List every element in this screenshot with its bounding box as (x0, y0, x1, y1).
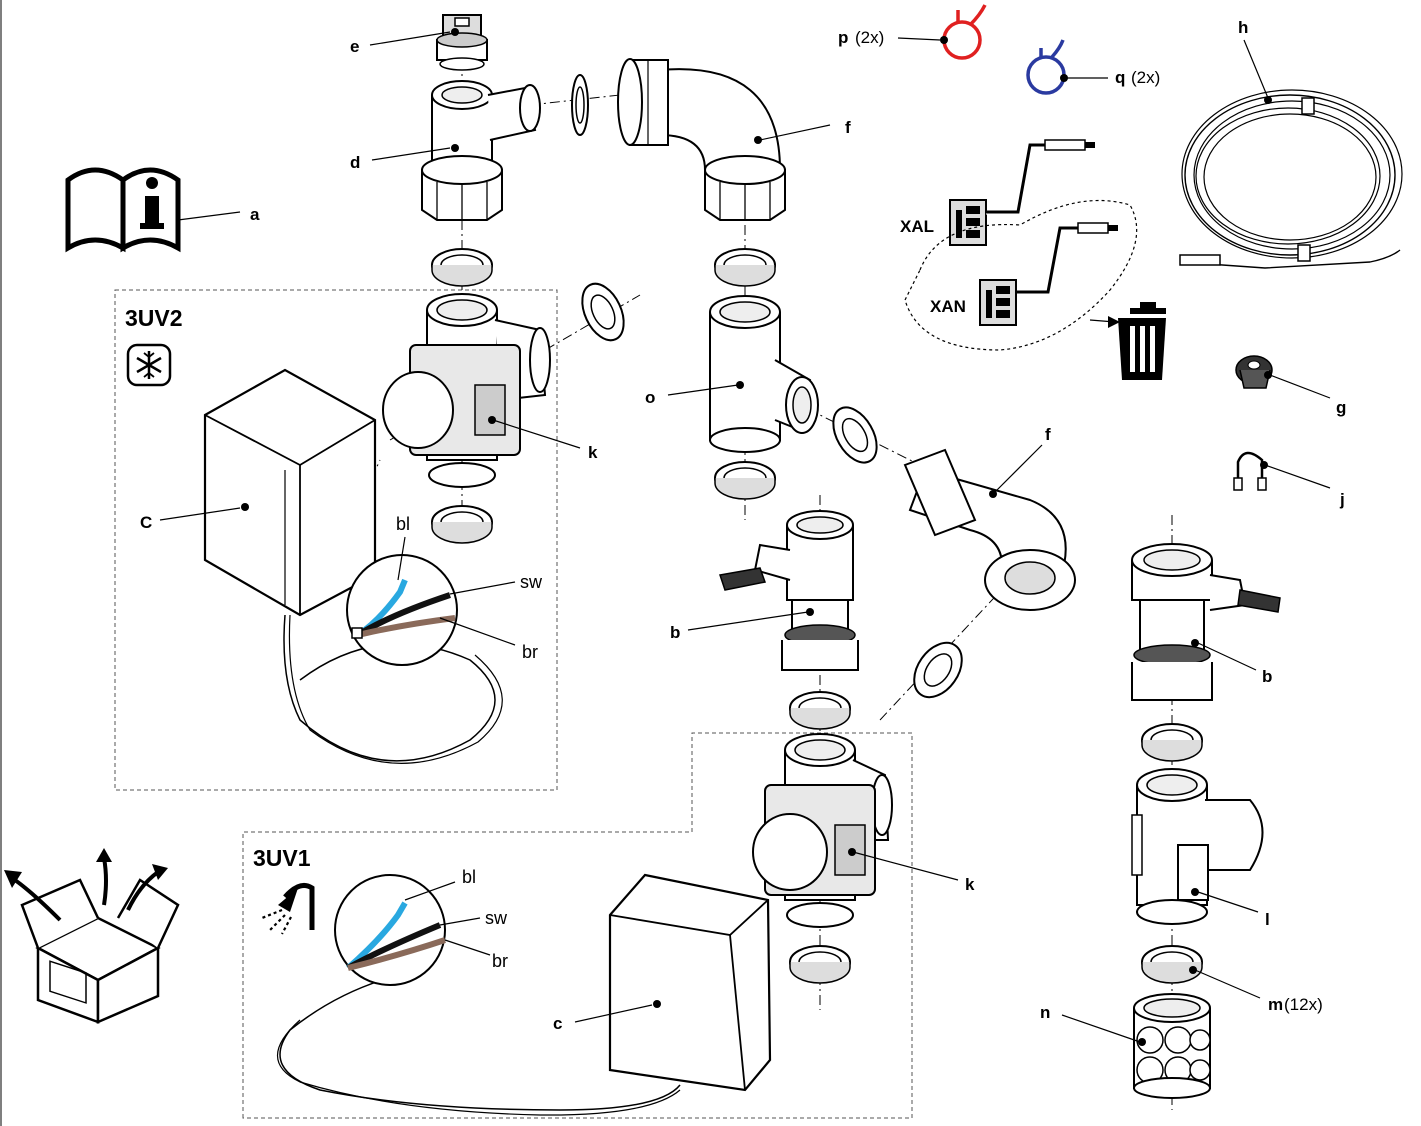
part-j-jumper (1233, 451, 1267, 491)
part-f-elbow-lower (903, 448, 1076, 611)
label-n: n (1040, 1003, 1050, 1022)
connector-label-xan: XAN (930, 297, 966, 316)
part-f-elbow-upper (617, 58, 786, 221)
label-k-upper: k (588, 443, 598, 462)
label-j: j (1339, 490, 1345, 509)
part-n-nut (1133, 993, 1211, 1099)
label-p: p (838, 28, 848, 47)
quantity-m: (12x) (1284, 995, 1323, 1014)
trash-bin-icon (1089, 302, 1166, 380)
group-box-3uv2 (114, 289, 558, 791)
group-box-3uv1 (242, 732, 913, 1119)
part-h-sensor-cable (1179, 89, 1403, 269)
part-k-valve-lower (752, 733, 893, 928)
washer-tilted-upper (571, 74, 589, 136)
label-l: l (1265, 910, 1270, 929)
label-e: e (350, 37, 359, 56)
washer-tilted-middle (832, 406, 878, 464)
part-c-actuator-lower (276, 873, 772, 1116)
connector-xal (949, 139, 1095, 246)
part-d-tee-fitting (421, 80, 541, 221)
label-m: m (1268, 995, 1283, 1014)
connector-label-xal: XAL (900, 217, 934, 236)
wire-label-br-lower: br (492, 951, 508, 971)
wire-label-bl-lower: bl (462, 867, 476, 887)
wire-label-sw-lower: sw (485, 908, 508, 928)
part-q-ring-blue (1026, 39, 1066, 95)
snowflake-icon (126, 343, 172, 387)
info-manual-icon (65, 167, 181, 253)
label-d: d (350, 153, 360, 172)
wire-label-br-upper: br (522, 642, 538, 662)
washer-tilted-left (581, 282, 625, 342)
part-e-vent-cap (436, 14, 488, 71)
label-k-lower: k (965, 875, 975, 894)
wire-label-sw-upper: sw (520, 572, 543, 592)
part-k-valve-upper (382, 293, 551, 488)
wire-magnifier-upper (346, 554, 458, 666)
label-C: C (140, 513, 152, 532)
wire-label-bl-upper: bl (396, 514, 410, 534)
open-box-icon (4, 848, 180, 1024)
wire-magnifier-lower (334, 874, 446, 986)
connector-xan (979, 222, 1118, 326)
quantity-p: (2x) (855, 28, 884, 47)
label-f-upper: f (845, 118, 851, 137)
label-c: c (553, 1014, 562, 1033)
discard-outline (904, 199, 1138, 351)
quantity-q: (2x) (1131, 68, 1160, 87)
group-label-3uv1: 3UV1 (253, 845, 311, 871)
label-g: g (1336, 398, 1346, 417)
label-f-lower: f (1045, 425, 1051, 444)
part-p-ring-red (942, 4, 987, 60)
label-h: h (1238, 18, 1248, 37)
part-b-ball-valve-right (1131, 543, 1281, 701)
label-b-right: b (1262, 667, 1272, 686)
label-a: a (250, 205, 260, 224)
label-b-center: b (670, 623, 680, 642)
label-o: o (645, 388, 655, 407)
washer-tilted-lower (913, 641, 963, 699)
label-q: q (1115, 68, 1125, 87)
group-label-3uv2: 3UV2 (125, 305, 183, 331)
shower-icon (261, 883, 315, 935)
part-o-tee (709, 295, 819, 453)
part-l-fitting (1131, 768, 1264, 925)
part-b-ball-valve-center (719, 510, 859, 671)
